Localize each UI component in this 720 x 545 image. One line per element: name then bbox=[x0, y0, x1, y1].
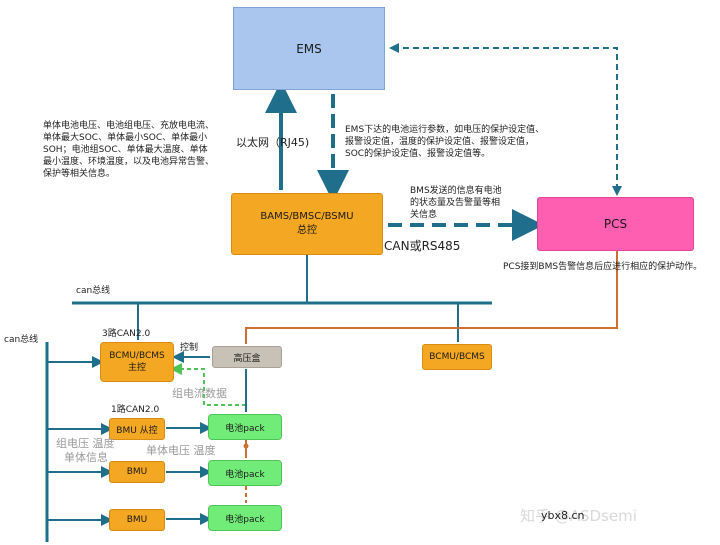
bcmu-right-node: BCMU/BCMS bbox=[422, 344, 492, 370]
bmu1-label: BMU 从控 bbox=[116, 425, 158, 436]
pcs-node: PCS bbox=[537, 197, 694, 251]
pcs-info-annotation: PCS接到BMS告警信息后应进行相应的保护动作。 bbox=[503, 262, 703, 272]
left-info-line: 保护等相关信息。 bbox=[43, 169, 116, 179]
left-info-line: 单体最大SOC、单体最小SOC、单体最小 bbox=[43, 133, 208, 143]
group-voltage-label: 组电压 温度 bbox=[56, 437, 115, 450]
left-info-line: 单体电池电压、电池组电压、充放电电流、 bbox=[43, 121, 215, 131]
bams-label-2: 总控 bbox=[297, 225, 317, 236]
bms-info-line: 关信息 bbox=[410, 210, 438, 220]
power-node bbox=[243, 443, 249, 449]
watermark: 知乎 @ASDsemi bbox=[520, 507, 637, 525]
control-label: 控制 bbox=[180, 343, 199, 353]
bmu2-label: BMU bbox=[126, 467, 148, 477]
pcs-arrowhead bbox=[612, 186, 622, 196]
cell-vt-label: 单体电压 温度 bbox=[146, 444, 216, 457]
bams-label-1: BAMS/BMSC/BSMU bbox=[260, 211, 354, 222]
can-bus-top-label: can总线 bbox=[76, 286, 111, 296]
bcmu-right-label: BCMU/BCMS bbox=[429, 352, 485, 362]
hv-box-label: 高压盒 bbox=[233, 353, 261, 364]
ems-pcs-dashed-link bbox=[393, 47, 618, 192]
bms-info-annotation: BMS发送的信息有电池 的状态量及告警量等相 关信息 bbox=[410, 185, 502, 221]
ems-info-line: SOC的保护设定值、报警设定值等。 bbox=[345, 149, 491, 159]
group-current-link bbox=[170, 363, 246, 406]
left-info-line: SOH；电池组SOC、单体最大温度、单体 bbox=[43, 145, 208, 155]
bmu-node-1: BMU 从控 bbox=[109, 418, 165, 440]
pcs-label: PCS bbox=[603, 217, 628, 231]
pack2-label: 电池pack bbox=[225, 469, 265, 480]
pack1-label: 电池pack bbox=[225, 423, 265, 434]
ems-info-line: EMS下达的电池运行参数，如电压的保护设定值、 bbox=[345, 125, 545, 135]
bcmu-main-node: BCMU/BCMS 主控 bbox=[100, 342, 174, 382]
left-info-annotation: 单体电池电压、电池组电压、充放电电流、 单体最大SOC、单体最小SOC、单体最小… bbox=[43, 120, 214, 180]
bcmu-main-label-2: 主控 bbox=[127, 363, 146, 373]
battery-pack-2: 电池pack bbox=[208, 460, 282, 486]
battery-pack-3: 电池pack bbox=[208, 505, 282, 531]
cell-info-label: 单体信息 bbox=[64, 451, 108, 464]
bms-info-line: 的状态量及告警量等相 bbox=[410, 198, 501, 208]
ethernet-label: 以太网（RJ45) bbox=[236, 136, 310, 149]
left-info-line: 最小温度、环境温度，以及电池异常告警、 bbox=[43, 157, 215, 167]
can3-label: 3路CAN2.0 bbox=[102, 329, 151, 339]
ems-info-annotation: EMS下达的电池运行参数，如电压的保护设定值、 报警设定值，温度的保护设定值、报… bbox=[345, 124, 544, 160]
ems-label: EMS bbox=[296, 41, 322, 56]
can-bus-left-label: can总线 bbox=[4, 335, 39, 345]
bms-info-line: BMS发送的信息有电池 bbox=[410, 186, 502, 196]
bcmu-main-label-1: BCMU/BCMS bbox=[109, 351, 165, 361]
hv-box-node: 高压盒 bbox=[212, 346, 282, 368]
bmu-node-3: BMU bbox=[109, 509, 165, 531]
can-rs485-label: CAN或RS485 bbox=[384, 239, 461, 253]
ems-arrowhead bbox=[389, 43, 399, 53]
ems-node: EMS bbox=[233, 7, 385, 90]
group-current-label: 组电流数据 bbox=[172, 387, 227, 400]
battery-pack-1: 电池pack bbox=[208, 414, 282, 440]
can1-label: 1路CAN2.0 bbox=[111, 405, 160, 415]
bams-node: BAMS/BMSC/BSMU 总控 bbox=[231, 193, 383, 255]
bmu-node-2: BMU bbox=[109, 461, 165, 483]
ems-info-line: 报警设定值，温度的保护设定值、报警设定值， bbox=[345, 137, 535, 147]
watermark-site: ybx8.cn bbox=[541, 509, 585, 522]
pack3-label: 电池pack bbox=[225, 514, 265, 525]
bmu3-label: BMU bbox=[126, 515, 148, 525]
power-line-pcs bbox=[245, 251, 618, 344]
